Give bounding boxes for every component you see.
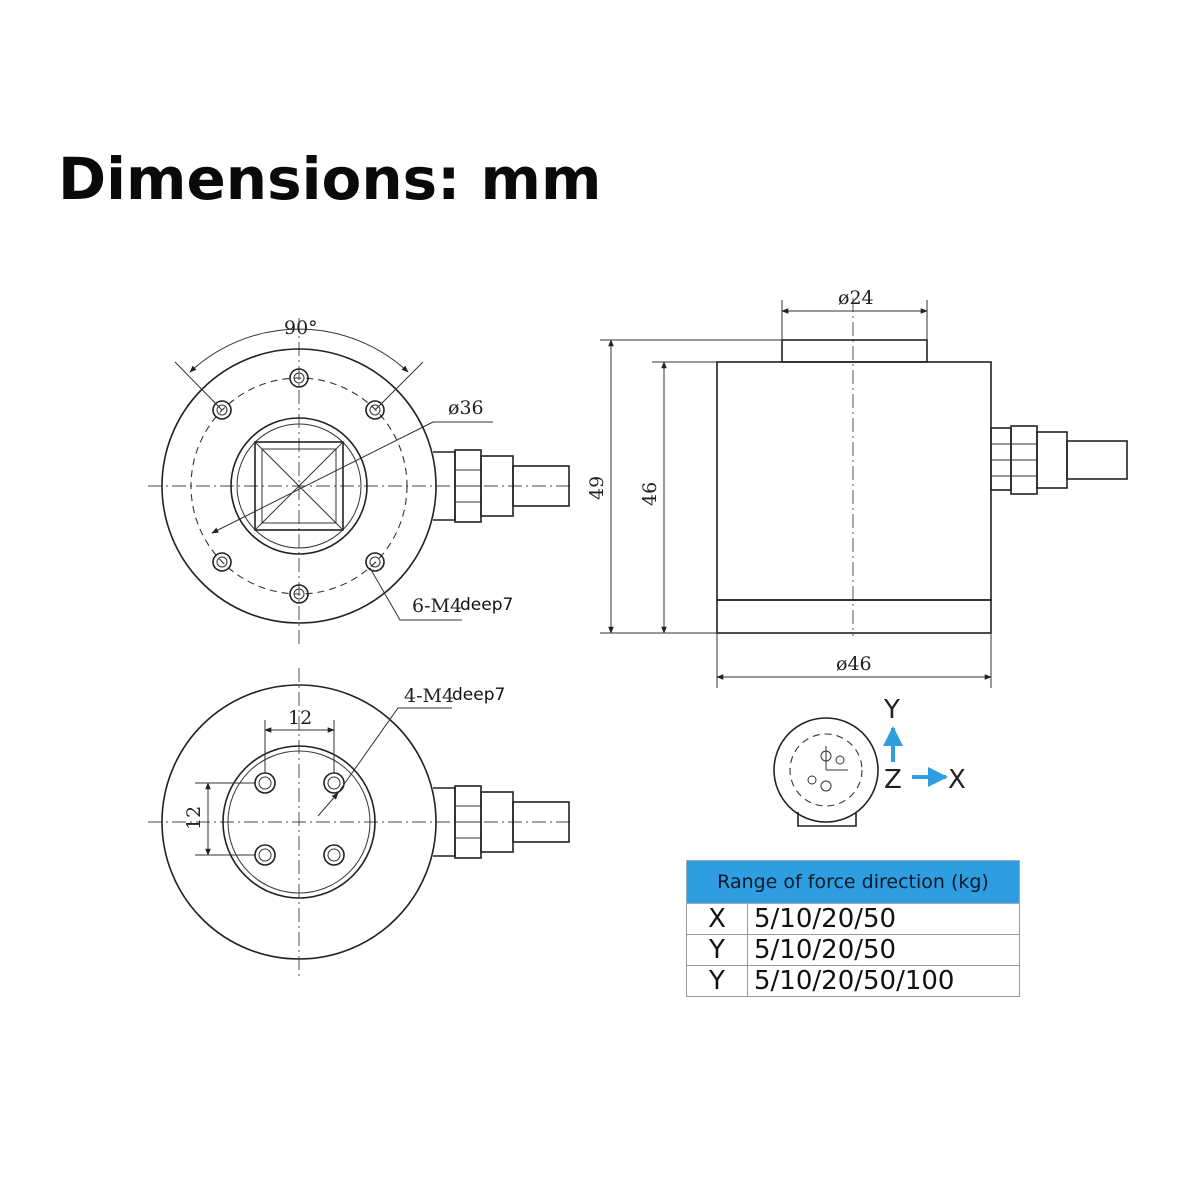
side-top-diameter-label: ø24 [838,287,874,309]
bottom-cable-connector [433,785,570,859]
top-bolt-circle [190,377,408,595]
sensor-face [773,717,879,823]
table-row: Y 5/10/20/50/100 [686,965,1020,997]
row-axis: Y [686,965,748,997]
row-range: 5/10/20/50 [747,934,1020,966]
bottom-thread-label: 4-M4 [404,685,454,707]
top-square-pad [254,441,344,531]
side-cable-connector [990,425,1128,495]
top-thread-label: 6-M4 [412,595,462,617]
top-outer-flange [161,348,437,624]
side-base-diameter-label: ø46 [836,653,872,675]
row-range: 5/10/20/50/100 [747,965,1020,997]
top-cable-connector [433,449,570,523]
side-body [716,361,992,601]
side-top-post [781,339,928,363]
table-row: X 5/10/20/50 [686,903,1020,935]
x-axis-label: X [948,765,966,795]
row-axis: Y [686,934,748,966]
side-view: ø24 ø46 49 46 [586,287,1128,688]
page-title: Dimensions: mm [58,145,602,213]
side-total-height-label: 49 [586,476,608,500]
bottom-depth-label: deep7 [452,685,505,705]
top-view: 90° ø36 6-M4 deep7 [148,317,572,648]
row-range: 5/10/20/50 [747,903,1020,935]
y-axis-label: Y [883,695,900,725]
side-base [716,599,992,634]
bottom-spacing-v-label: 12 [183,806,205,830]
side-body-height-label: 46 [639,482,661,506]
bottom-inner-face [222,745,376,899]
force-range-table: Range of force direction (kg) X 5/10/20/… [686,860,1020,997]
z-axis-label: Z [884,765,902,795]
bottom-spacing-h-label: 12 [288,707,312,729]
top-inner-boss [230,417,368,555]
top-bolt-holes [212,368,385,604]
row-axis: X [686,903,748,935]
bottom-outer-flange [161,684,437,960]
table-header: Range of force direction (kg) [686,860,1020,904]
angle-label: 90° [284,317,318,339]
bottom-view: 12 12 4-M4 deep7 [148,668,572,976]
axis-diagram: Y Z X [773,695,966,827]
table-row: Y 5/10/20/50 [686,934,1020,966]
bottom-bolt-holes [254,772,345,866]
top-depth-label: deep7 [460,595,513,615]
top-diameter-label: ø36 [448,397,484,419]
